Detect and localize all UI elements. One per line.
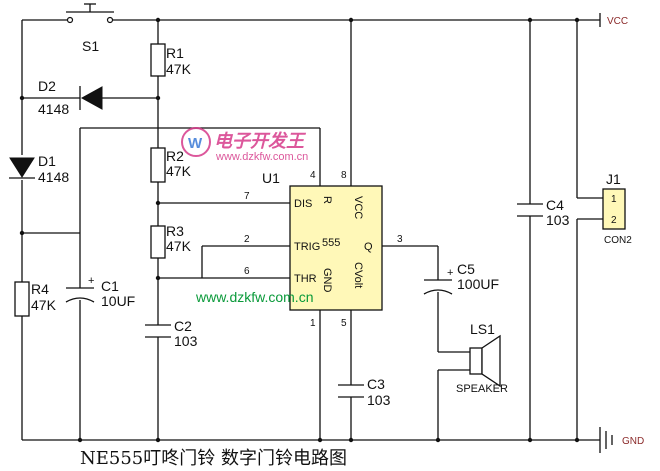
ic-pin-trig: TRIG	[294, 241, 320, 253]
resistor-r3: R3 47K	[150, 223, 192, 259]
ic-body	[289, 185, 383, 311]
logo-url: www.dzkfw.com.cn	[215, 151, 308, 163]
d2-value: 4148	[38, 101, 69, 117]
c3-label: C3	[367, 376, 385, 392]
c5-polarity: +	[447, 267, 453, 279]
j1-label: J1	[606, 171, 621, 187]
vcc-label: VCC	[607, 16, 628, 27]
ls1-label: LS1	[470, 321, 495, 337]
ic-ref: U1	[262, 170, 280, 186]
wires	[21, 13, 613, 453]
diagram-caption: NE555叮咚门铃 数字门铃电路图	[80, 448, 347, 469]
pin-num-2: 2	[244, 234, 250, 245]
ic-pin-q: Q	[364, 241, 373, 253]
speaker-label: SPEAKER	[456, 383, 508, 395]
switch-s1: S1	[66, 3, 114, 54]
capacitor-c2: C2 103	[145, 318, 198, 349]
watermark-url: www.dzkfw.com.cn	[195, 289, 313, 305]
j1-pin2: 2	[611, 215, 617, 226]
ic-pin-thr: THR	[294, 273, 317, 285]
j1-type: CON2	[604, 235, 632, 246]
r2-value: 47K	[166, 163, 192, 179]
c1-label: C1	[101, 278, 119, 294]
r1-label: R1	[166, 45, 184, 61]
ic-pin-cvolt: CVolt	[352, 262, 364, 288]
c1-polarity: +	[88, 275, 94, 287]
ic-pin-vcc: VCC	[352, 196, 364, 219]
c5-value: 100UF	[457, 276, 499, 292]
diode-d1: D1 4148	[9, 153, 69, 185]
watermark-logo: W 电子开发王 www.dzkfw.com.cn	[181, 127, 308, 163]
pin-num-3: 3	[397, 234, 403, 245]
c4-label: C4	[546, 197, 564, 213]
gnd-label: GND	[622, 436, 644, 447]
diode-d2: D2 4148	[38, 78, 103, 117]
logo-icon	[181, 127, 211, 157]
d1-label: D1	[38, 153, 56, 169]
resistor-r4: R4 47K	[14, 281, 57, 317]
c4-value: 103	[546, 212, 570, 228]
logo-text: 电子开发王	[214, 131, 307, 152]
c2-value: 103	[174, 333, 198, 349]
d1-value: 4148	[38, 169, 69, 185]
junction-dots	[19, 17, 580, 443]
c1-value: 10UF	[101, 293, 135, 309]
pin-num-6: 6	[244, 266, 250, 277]
pin-num-1: 1	[310, 318, 316, 329]
ic-pin-dis: DIS	[294, 198, 312, 210]
ic-name: 555	[322, 237, 340, 249]
pin-num-5: 5	[341, 318, 347, 329]
ic-pin-r: R	[321, 196, 333, 204]
r1-value: 47K	[166, 61, 192, 77]
r2-label: R2	[166, 148, 184, 164]
pin-num-7: 7	[244, 191, 250, 202]
c5-label: C5	[457, 261, 475, 277]
pin-num-8: 8	[341, 170, 347, 181]
svg-text:W: W	[188, 135, 203, 152]
resistor-r1: R1 47K	[150, 43, 192, 77]
ic-pin-gnd: GND	[321, 268, 333, 293]
d2-label: D2	[38, 78, 56, 94]
pin-num-4: 4	[310, 170, 316, 181]
r3-value: 47K	[166, 238, 192, 254]
capacitor-c3: C3 103	[338, 376, 391, 408]
ic-u1: U1 555 DIS TRIG THR Q R VCC GND CVolt 7 …	[244, 170, 403, 329]
capacitor-c1: + C1 10UF	[65, 275, 135, 309]
capacitor-c4: C4 103	[517, 197, 570, 228]
j1-pin1: 1	[611, 194, 617, 205]
resistor-r2: R2 47K	[150, 147, 192, 183]
r4-value: 47K	[31, 297, 57, 313]
c2-label: C2	[174, 318, 192, 334]
s1-label: S1	[82, 38, 99, 54]
c3-value: 103	[367, 392, 391, 408]
connector-j1: 1 2 J1 CON2	[602, 171, 632, 246]
r3-label: R3	[166, 223, 184, 239]
capacitor-c5: + C5 100UF	[423, 261, 499, 295]
r4-label: R4	[31, 281, 49, 297]
speaker-ls1: LS1 SPEAKER	[456, 321, 508, 395]
